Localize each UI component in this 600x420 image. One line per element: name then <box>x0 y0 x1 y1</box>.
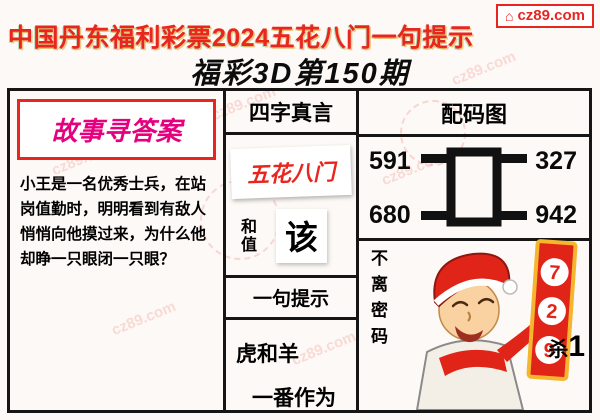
banner-digit-2: 2 <box>546 301 559 324</box>
sum-row: 和值 该 <box>226 201 356 275</box>
code-number-bottom-right: 942 <box>535 201 577 229</box>
code-number-top-left: 591 <box>369 147 411 175</box>
mascot-area: 不离密码 <box>359 239 589 410</box>
house-icon: ⌂ <box>504 7 514 24</box>
hint-line-1: 虎和羊 <box>236 343 299 366</box>
code-number-area: 591 327 680 942 <box>359 137 589 241</box>
digital-segment-figure <box>421 147 527 226</box>
issue-title: 福彩3D第150期 <box>190 58 410 90</box>
fortune-mascot-icon: 7 2 9 <box>415 239 578 410</box>
banner-digit-3: 9 <box>543 340 556 363</box>
code-map-panel: 配码图 591 327 680 942 不离密码 <box>359 91 589 410</box>
code-map-header: 配码图 <box>359 91 589 137</box>
site-logo[interactable]: ⌂ cz89.com <box>495 4 594 28</box>
sum-value: 该 <box>276 209 327 263</box>
story-header: 故事寻答案 <box>17 99 216 160</box>
page-title: 中国丹东福利彩票2024五花八门一句提示 <box>8 24 474 52</box>
code-number-bottom-left: 680 <box>369 201 411 229</box>
site-logo-text: cz89.com <box>517 7 585 24</box>
story-panel: 故事寻答案 小王是一名优秀士兵，在站岗值勤时，明明看到有敌人悄悄向他摸过来，为什… <box>10 91 226 410</box>
side-label: 不离密码 <box>368 249 387 353</box>
kill-number: 杀1 <box>548 330 585 364</box>
mantra-panel: 四字真言 五花八门 和值 该 一句提示 虎和羊 一番作为 <box>226 91 359 410</box>
mantra-value: 五花八门 <box>230 144 352 200</box>
hint-header: 一句提示 <box>226 275 356 320</box>
story-body: 小王是一名优秀士兵，在站岗值勤时，明明看到有敌人悄悄向他摸过来，为什么他却睁一只… <box>20 176 207 269</box>
hint-line-2: 一番作为 <box>252 387 336 410</box>
banner-digit-1: 7 <box>548 262 561 285</box>
code-number-top-right: 327 <box>535 147 577 175</box>
sum-label: 和值 <box>238 218 255 254</box>
mantra-header: 四字真言 <box>226 91 356 135</box>
kill-label: 杀 <box>548 339 569 361</box>
kill-value: 1 <box>568 330 585 363</box>
main-chart: 故事寻答案 小王是一名优秀士兵，在站岗值勤时，明明看到有敌人悄悄向他摸过来，为什… <box>7 88 592 413</box>
